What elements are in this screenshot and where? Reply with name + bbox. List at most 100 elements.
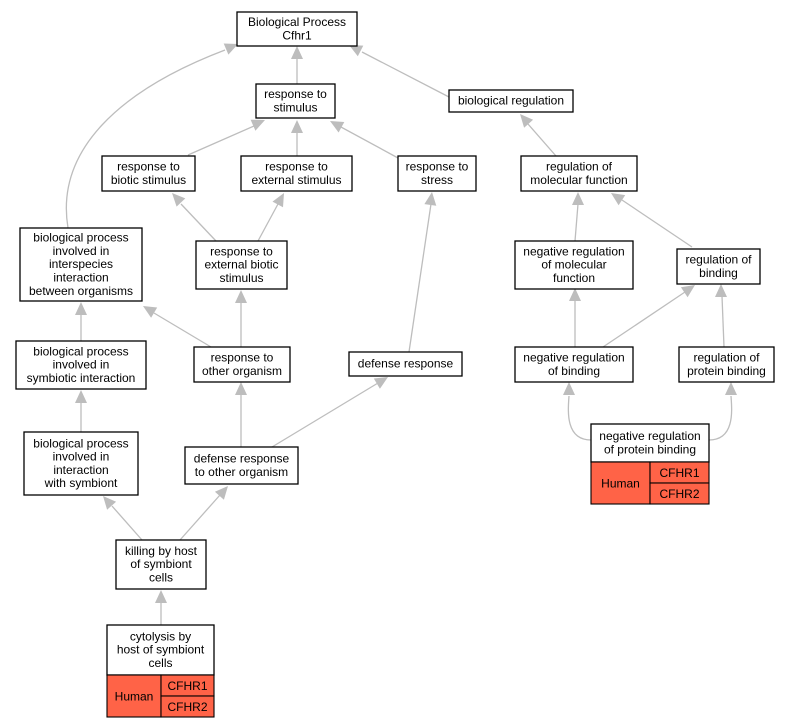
edge-line <box>257 203 279 242</box>
gene-label[interactable]: CFHR2 <box>167 700 207 714</box>
node-box <box>240 155 353 192</box>
node-label-line: regulation of <box>546 160 613 174</box>
node-label-line: function <box>553 271 595 285</box>
go-term-defense-response[interactable]: defense response <box>348 351 463 377</box>
arrowhead-icon <box>680 285 695 298</box>
edge <box>563 382 592 441</box>
node-label-line: regulation of <box>693 351 760 365</box>
node-label-line: protein binding <box>687 364 766 378</box>
node-label-line: cells <box>149 571 173 585</box>
node-box <box>101 155 196 192</box>
node-box <box>590 423 710 463</box>
arrowhead-icon <box>235 382 247 395</box>
node-label-line: interaction <box>53 463 108 477</box>
edge <box>271 377 388 448</box>
node-label-line: with symbiont <box>44 476 118 490</box>
edge-line <box>574 203 579 242</box>
node-label-line: negative regulation <box>523 244 624 258</box>
edge-line <box>179 494 221 541</box>
arrowhead-icon <box>373 377 388 389</box>
arrowhead-icon <box>223 43 238 55</box>
edge-line <box>187 125 255 156</box>
gene-label[interactable]: CFHR1 <box>659 466 699 480</box>
node-label-line: binding <box>699 266 738 280</box>
arrowhead-icon <box>143 306 158 318</box>
gene-label[interactable]: CFHR1 <box>167 679 207 693</box>
node-box <box>193 346 291 383</box>
node-label-line: defense response <box>358 357 454 371</box>
edge-line <box>567 395 592 441</box>
edge-line <box>271 382 379 448</box>
edge-line <box>408 203 432 353</box>
node-box <box>184 446 299 485</box>
edge <box>143 306 212 348</box>
edge <box>257 193 284 242</box>
node-label-line: biological process <box>33 436 128 450</box>
node-label-line: involved in <box>53 358 110 372</box>
node-box <box>397 155 477 192</box>
node-box <box>514 346 634 383</box>
node-label-line: between organisms <box>29 284 133 298</box>
node-label-line: response to <box>117 160 180 174</box>
node-box <box>514 240 634 290</box>
node-label-line: cells <box>148 656 172 670</box>
node-label-line: of binding <box>548 364 600 378</box>
arrowhead-icon <box>520 114 534 128</box>
go-term-biological-regulation[interactable]: biological regulation <box>448 89 574 113</box>
edge <box>179 486 228 541</box>
arrowhead-icon <box>235 290 247 303</box>
node-box <box>106 624 215 676</box>
node-box <box>15 340 147 390</box>
node-label-line: response to <box>264 87 327 101</box>
node-label-line: response to <box>265 160 328 174</box>
species-cell <box>590 461 651 505</box>
edge <box>235 382 247 447</box>
node-box <box>195 240 288 290</box>
arrowhead-icon <box>330 121 345 133</box>
arrowhead-icon <box>214 486 228 500</box>
gene-label[interactable]: CFHR2 <box>659 487 699 501</box>
gene-cell <box>649 482 710 505</box>
node-box <box>115 539 207 590</box>
arrowhead-icon <box>272 193 284 208</box>
node-label-line: negative regulation <box>523 351 624 365</box>
node-box <box>23 431 139 496</box>
node-label-line: interaction <box>53 271 108 285</box>
arrowhead-icon <box>103 496 117 510</box>
node-label-line: molecular function <box>530 173 627 187</box>
node-label-line: to other organism <box>195 465 288 479</box>
edge-line <box>180 203 217 242</box>
species-label: Human <box>115 690 154 704</box>
node-label-line: cytolysis by <box>130 629 191 643</box>
node-label-line: stress <box>421 173 453 187</box>
edge <box>155 590 167 625</box>
arrowhead-icon <box>611 193 626 206</box>
node-label-line: Cfhr1 <box>282 28 312 42</box>
node-label-line: external biotic <box>204 258 278 272</box>
node-label-line: defense response <box>194 452 290 466</box>
node-label-line: biotic stimulus <box>111 173 186 187</box>
edge-line <box>708 395 733 441</box>
node-label-line: Biological Process <box>248 15 346 29</box>
edge <box>75 390 87 432</box>
